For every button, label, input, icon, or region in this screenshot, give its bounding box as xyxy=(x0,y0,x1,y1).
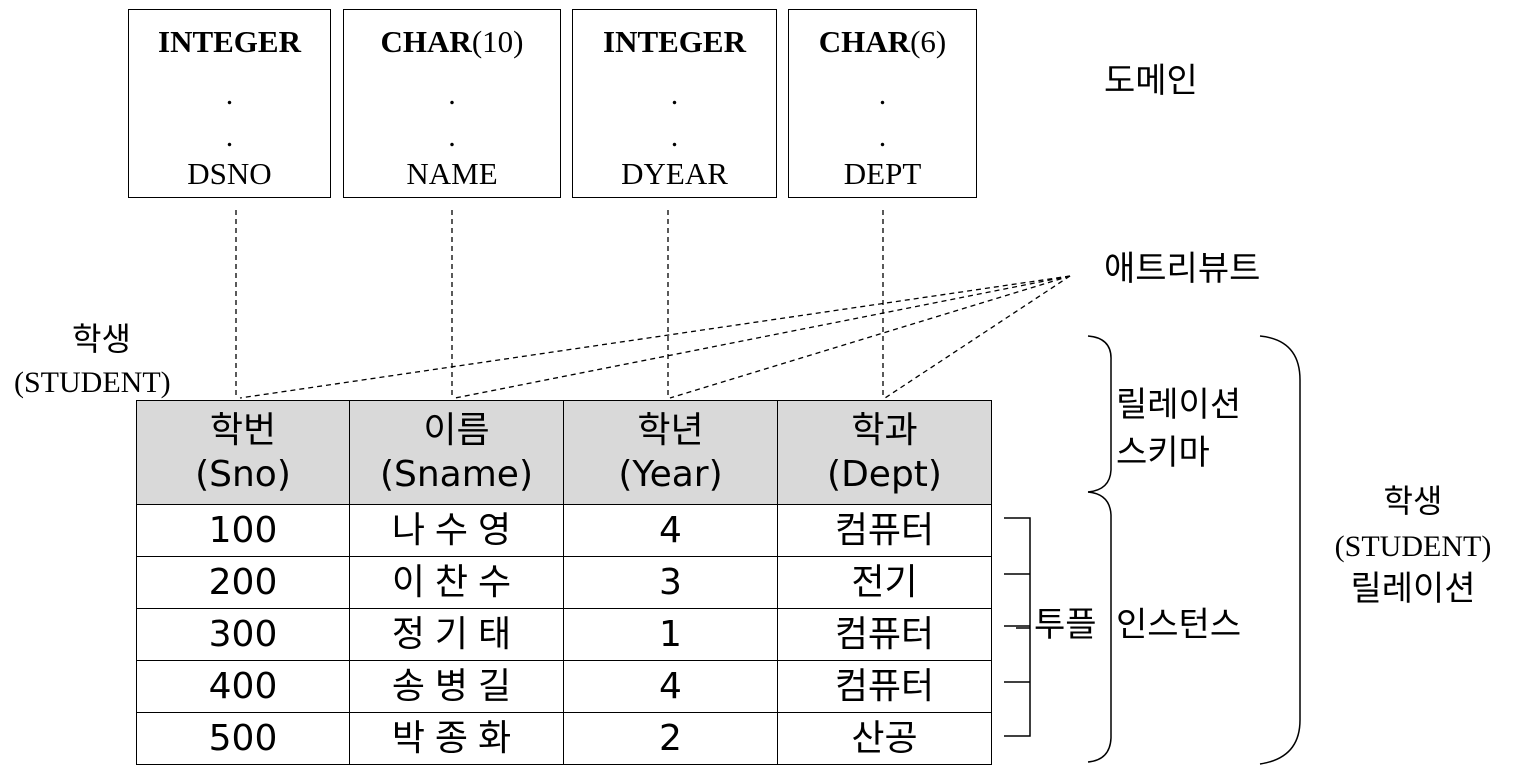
table-cell: 100 xyxy=(136,504,350,557)
domain-ellipsis-dot: . xyxy=(448,120,456,153)
schema-header-row: 학번(Sno) 이름(Sname) 학년(Year) 학과(Dept) xyxy=(136,400,992,505)
table-cell: 컴퓨터 xyxy=(777,608,992,661)
domain-box-name: CHAR(10) . . NAME xyxy=(343,9,561,198)
table-cell: 400 xyxy=(136,660,350,713)
table-cell: 나수영 xyxy=(349,504,564,557)
attribute-label: 애트리뷰트 xyxy=(1104,249,1261,289)
table-cell: 컴퓨터 xyxy=(777,504,992,557)
attribute-connector-3 xyxy=(669,275,1071,399)
table-cell: 이찬수 xyxy=(349,556,564,609)
table-cell: 500 xyxy=(136,712,350,765)
table-cell: 정기태 xyxy=(349,608,564,661)
domain-name: DEPT xyxy=(843,156,922,191)
column-header: 학과(Dept) xyxy=(777,400,992,505)
table-row: 200 이찬수 3 전기 xyxy=(136,556,992,609)
domain-ellipsis-dot: . xyxy=(670,120,679,153)
attribute-connector-2 xyxy=(454,275,1071,399)
relation-brace xyxy=(1259,335,1301,765)
domain-ellipsis-dot: . xyxy=(448,78,456,111)
table-cell: 4 xyxy=(563,660,778,713)
domain-type: CHAR xyxy=(818,24,911,59)
tuple-label: 투플 xyxy=(1034,605,1097,645)
domain-type: CHAR xyxy=(380,24,472,59)
domain-name: NAME xyxy=(406,156,498,191)
column-header: 이름(Sname) xyxy=(349,400,564,505)
table-row: 500 박종화 2 산공 xyxy=(136,712,992,765)
relation-label-word: 릴레이션 xyxy=(1350,569,1476,609)
domain-box-dyear: INTEGER . . DYEAR xyxy=(572,9,777,198)
domain-type: INTEGER xyxy=(603,24,746,59)
schema-brace xyxy=(1087,335,1112,493)
table-cell: 1 xyxy=(563,608,778,661)
attribute-connector-1 xyxy=(239,275,1071,399)
domain-label: 도메인 xyxy=(1104,61,1198,101)
domain-type-size: (6) xyxy=(910,24,947,59)
domain-ellipsis-dot: . xyxy=(878,120,887,153)
relation-label-en: (STUDENT) xyxy=(1334,530,1492,563)
domain-type-size: (10) xyxy=(471,24,524,59)
column-header: 학번(Sno) xyxy=(136,400,350,505)
table-cell: 컴퓨터 xyxy=(777,660,992,713)
table-cell: 전기 xyxy=(777,556,992,609)
domain-ellipsis-dot: . xyxy=(225,78,234,111)
domain-ellipsis-dot: . xyxy=(225,120,234,153)
student-relation-table: 학번(Sno) 이름(Sname) 학년(Year) 학과(Dept) 100 … xyxy=(136,400,992,765)
table-cell: 송병길 xyxy=(349,660,564,713)
instance-brace xyxy=(1087,491,1112,763)
domain-name: DSNO xyxy=(187,156,272,191)
table-name-en: (STUDENT) xyxy=(14,366,171,399)
table-cell: 2 xyxy=(563,712,778,765)
table-cell: 4 xyxy=(563,504,778,557)
table-cell: 박종화 xyxy=(349,712,564,765)
table-cell: 200 xyxy=(136,556,350,609)
instance-label: 인스턴스 xyxy=(1116,605,1242,645)
relation-label-ko: 학생 xyxy=(1383,482,1443,520)
column-header: 학년(Year) xyxy=(563,400,778,505)
domain-box-dsno: INTEGER . . DSNO xyxy=(128,9,331,198)
tuple-bracket xyxy=(1004,517,1031,737)
table-cell: 3 xyxy=(563,556,778,609)
table-name-ko: 학생 xyxy=(72,320,131,358)
domain-ellipsis-dot: . xyxy=(878,78,887,111)
domain-type: INTEGER xyxy=(158,24,301,59)
table-cell: 300 xyxy=(136,608,350,661)
table-row: 400 송병길 4 컴퓨터 xyxy=(136,660,992,713)
domain-ellipsis-dot: . xyxy=(670,78,679,111)
domain-name: DYEAR xyxy=(621,156,728,191)
table-row: 300 정기태 1 컴퓨터 xyxy=(136,608,992,661)
table-cell: 산공 xyxy=(777,712,992,765)
table-row: 100 나수영 4 컴퓨터 xyxy=(136,504,992,557)
schema-label-line2: 스키마 xyxy=(1116,433,1210,473)
attribute-connector-4 xyxy=(884,275,1071,399)
domain-box-dept: CHAR(6) . . DEPT xyxy=(788,9,977,198)
schema-label-line1: 릴레이션 xyxy=(1116,385,1242,425)
